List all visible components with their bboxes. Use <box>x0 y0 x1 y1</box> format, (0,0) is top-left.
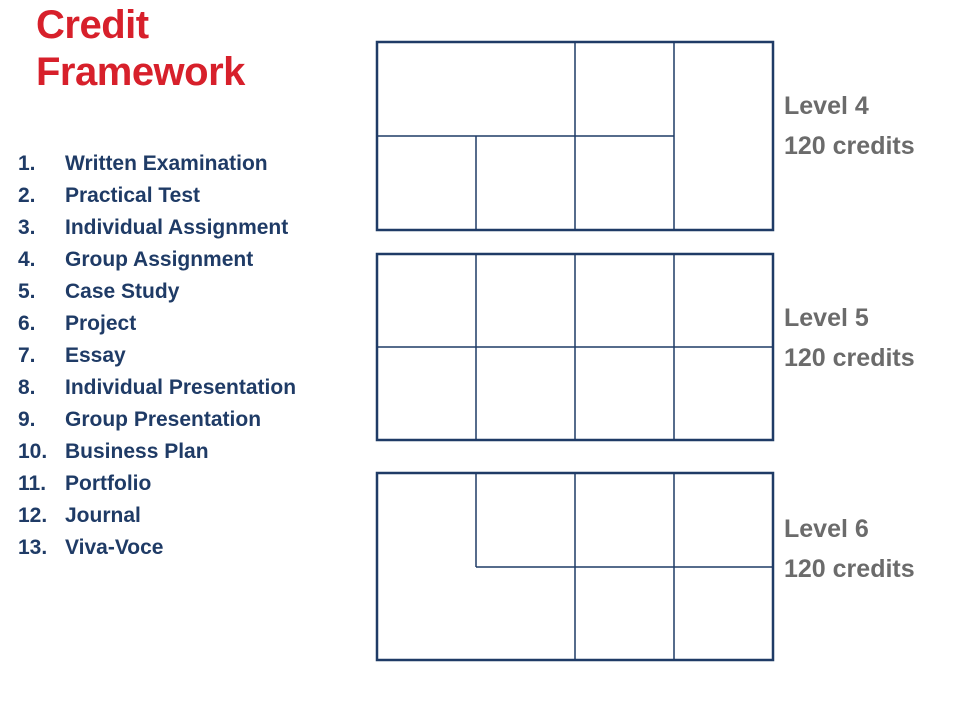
list-item-label: Individual Assignment <box>65 216 289 239</box>
level-6-module-grid <box>375 471 775 662</box>
level-name: Level 6 <box>784 515 869 543</box>
list-item-number: 7. <box>18 344 36 367</box>
list-item: 9. Group Presentation <box>18 404 296 436</box>
list-item-label: Journal <box>65 504 141 527</box>
list-item-label: Portfolio <box>65 472 152 495</box>
title-line-2: Framework <box>36 50 245 94</box>
list-item-label: Group Assignment <box>65 248 254 271</box>
level-5-module-grid <box>375 252 775 442</box>
title-line-1: Credit <box>36 3 149 47</box>
level-name: Level 4 <box>784 92 869 120</box>
level-credits: 120 credits <box>784 344 915 372</box>
list-item: 7. Essay <box>18 340 296 372</box>
list-item-label: Practical Test <box>65 184 201 207</box>
assessment-list: 1. Written Examination 2. Practical Test 3… <box>18 148 296 564</box>
level-name: Level 5 <box>784 304 869 332</box>
list-item: 1. Written Examination <box>18 148 296 180</box>
list-item-number: 11. <box>18 472 47 495</box>
level-4-module-grid <box>375 40 775 232</box>
list-item: 13. Viva-Voce <box>18 532 296 564</box>
list-item-number: 8. <box>18 376 36 399</box>
level-5-label: Level 5 120 credits <box>784 298 915 378</box>
list-item-label: Essay <box>65 344 126 367</box>
list-item-number: 6. <box>18 312 36 335</box>
list-item-number: 2. <box>18 184 36 207</box>
list-item: 10. Business Plan <box>18 436 296 468</box>
list-item: 8. Individual Presentation <box>18 372 296 404</box>
list-item-label: Project <box>65 312 137 335</box>
level-6-label: Level 6 120 credits <box>784 509 915 589</box>
level-4-label: Level 4 120 credits <box>784 86 915 166</box>
level-credits: 120 credits <box>784 555 915 583</box>
list-item-number: 12. <box>18 504 48 527</box>
slide-title: Credit Framework <box>36 2 245 96</box>
list-item-number: 10. <box>18 440 48 463</box>
list-item: 5. Case Study <box>18 276 296 308</box>
list-item-number: 5. <box>18 280 36 303</box>
list-item-label: Individual Presentation <box>65 376 297 399</box>
list-item: 11. Portfolio <box>18 468 296 500</box>
list-item-label: Viva-Voce <box>65 536 164 559</box>
list-item: 6. Project <box>18 308 296 340</box>
list-item-number: 3. <box>18 216 36 239</box>
list-item: 3. Individual Assignment <box>18 212 296 244</box>
level-credits: 120 credits <box>784 132 915 160</box>
list-item-label: Business Plan <box>65 440 209 463</box>
list-item-number: 1. <box>18 152 36 175</box>
list-item-number: 9. <box>18 408 36 431</box>
list-item-label: Case Study <box>65 280 180 303</box>
list-item: 2. Practical Test <box>18 180 296 212</box>
list-item-label: Written Examination <box>65 152 268 175</box>
list-item: 12. Journal <box>18 500 296 532</box>
list-item-number: 4. <box>18 248 36 271</box>
list-item: 4. Group Assignment <box>18 244 296 276</box>
list-item-label: Group Presentation <box>65 408 262 431</box>
list-item-number: 13. <box>18 536 48 559</box>
